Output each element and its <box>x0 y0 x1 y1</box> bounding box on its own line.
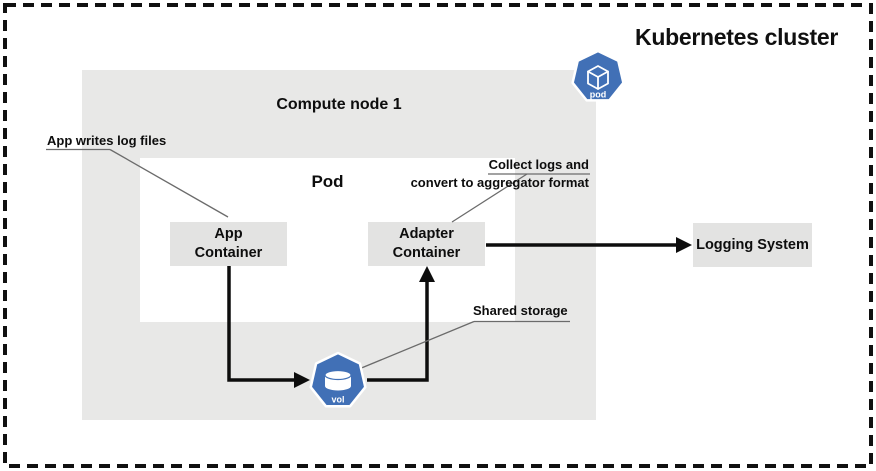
adapter-container-label-line2: Container <box>392 245 461 261</box>
logging-system-box: Logging System <box>693 223 812 267</box>
annotation-collect-logs-line1: Collect logs and <box>488 157 589 172</box>
annotation-app-writes-log-files: App writes log files <box>47 133 167 148</box>
annotation-shared-storage: Shared storage <box>473 303 568 318</box>
compute-node-label: Compute node 1 <box>276 96 402 113</box>
adapter-container-box: Adapter Container <box>368 222 485 266</box>
annotation-collect-logs-line2: convert to aggregator format <box>410 175 589 190</box>
annotation-collect-logs: Collect logs and convert to aggregator f… <box>411 156 589 192</box>
adapter-container-label-line1: Adapter <box>399 226 454 242</box>
diagram-title: Kubernetes cluster <box>635 24 838 50</box>
app-container-label-line2: Container <box>194 245 263 261</box>
logging-system-label: Logging System <box>696 236 809 253</box>
app-container-box: App Container <box>170 222 287 266</box>
app-container-label-line1: App <box>214 226 243 242</box>
